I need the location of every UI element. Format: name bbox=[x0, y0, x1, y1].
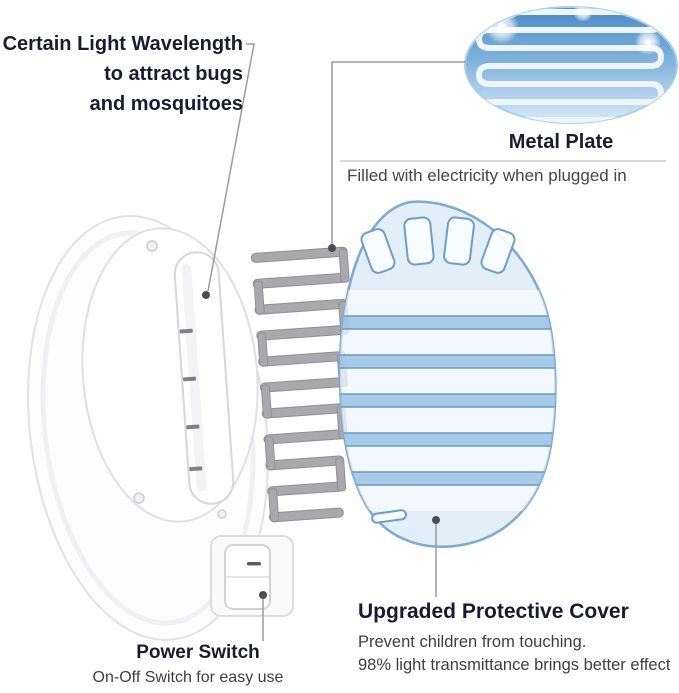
callout-lines bbox=[207, 43, 666, 641]
callout-dots bbox=[202, 244, 440, 599]
cover-top-vents bbox=[360, 216, 516, 274]
device-body bbox=[27, 215, 294, 641]
electric-glow bbox=[573, 7, 593, 22]
protective-cover bbox=[338, 200, 557, 548]
protective-cover-desc-2: 98% light transmittance brings better ef… bbox=[358, 656, 671, 674]
lamp-contact bbox=[182, 376, 197, 382]
metal-plate-stack bbox=[250, 246, 350, 523]
protective-cover-desc-1: Prevent children from touching. bbox=[358, 633, 587, 651]
callout-line-wavelength bbox=[207, 43, 255, 292]
callout-dot-lamp bbox=[202, 291, 210, 299]
screw-top bbox=[146, 240, 158, 252]
metal-plate-title: Metal Plate bbox=[508, 131, 614, 153]
protective-cover-annotation: Upgraded Protective Cover Prevent childr… bbox=[358, 600, 670, 677]
lamp-contact bbox=[186, 424, 200, 430]
callout-dot-cover bbox=[432, 516, 440, 524]
callout-line-metal-plate bbox=[331, 61, 466, 245]
lamp-contact bbox=[179, 328, 193, 334]
cover-openings bbox=[339, 290, 556, 511]
lamp-contact bbox=[189, 466, 203, 472]
uv-lamp-tube bbox=[173, 251, 235, 505]
power-switch-housing bbox=[210, 535, 294, 617]
switch-dash bbox=[247, 562, 261, 566]
cover-bottom-slot bbox=[371, 509, 407, 524]
screw-bottom-right bbox=[217, 509, 227, 519]
power-switch-title: Power Switch bbox=[136, 642, 260, 663]
wavelength-annotation: Certain Light Wavelength to attract bugs… bbox=[3, 29, 243, 119]
protective-cover-title: Upgraded Protective Cover bbox=[358, 600, 629, 623]
electrode-serpentine bbox=[465, 9, 673, 123]
wavelength-line-1: Certain Light Wavelength bbox=[2, 33, 243, 55]
callout-dot-switch bbox=[259, 591, 267, 599]
wavelength-line-3: and mosquitoes bbox=[89, 93, 243, 115]
power-switch-description: On-Off Switch for easy use bbox=[92, 669, 284, 686]
cover-slats bbox=[339, 315, 556, 486]
screw-bottom-left bbox=[133, 492, 145, 504]
metal-plate-detail-view bbox=[464, 6, 678, 124]
wavelength-line-2: to attract bugs bbox=[104, 63, 243, 85]
callout-dot-plate bbox=[328, 244, 336, 252]
metal-plate-description: Filled with electricity when plugged in bbox=[347, 166, 627, 185]
